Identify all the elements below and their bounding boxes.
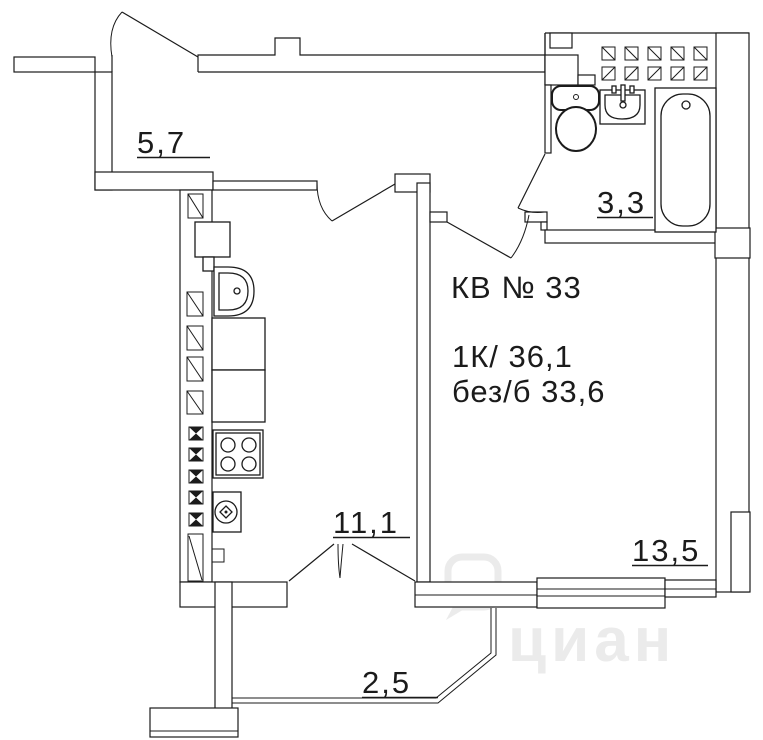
living-room-window xyxy=(536,577,666,609)
kitchen-door xyxy=(316,182,396,222)
room-labels: 5,7 3,3 11,1 13,5 2,5 xyxy=(137,125,708,700)
bathtub-icon xyxy=(654,87,717,233)
watermark-text: циан xyxy=(508,606,676,675)
wall-x-squares-icon xyxy=(188,426,204,527)
washing-machine-icon xyxy=(212,491,242,533)
kitchen-vent-shaft xyxy=(194,221,231,272)
entry-door xyxy=(110,11,199,58)
kitchen-area-label: 11,1 xyxy=(333,505,399,540)
kitchen-counter xyxy=(211,317,266,423)
sink-icon xyxy=(599,84,646,125)
wall-right-column-bottom xyxy=(730,511,751,593)
kitchen-fixtures xyxy=(186,193,266,582)
kitchen-left-bottom-panel xyxy=(187,533,225,582)
wall-top xyxy=(197,33,546,73)
living-room-area-label: 13,5 xyxy=(632,533,700,568)
wall-kitchen-bottom-left xyxy=(179,581,288,608)
wall-balcony-left xyxy=(214,581,233,728)
wall-kitchen-living xyxy=(416,182,431,583)
wall-right-column-top xyxy=(714,227,751,259)
bathroom-door xyxy=(517,153,546,213)
bathroom-vent-grid-icon xyxy=(601,46,708,81)
balcony-area-label: 2,5 xyxy=(362,665,411,700)
apartment-area-no-balcony: без/б 33,6 xyxy=(452,374,606,409)
kitchen-sink-icon xyxy=(213,266,255,317)
kitchen-vent-column-icon xyxy=(186,193,204,415)
bathroom-fixtures xyxy=(551,46,717,233)
living-room-door xyxy=(446,214,530,259)
balcony-railing xyxy=(232,608,497,704)
wall-bath-vent-box xyxy=(544,54,579,86)
wall-hall-bottom-left xyxy=(94,171,214,191)
toilet-icon xyxy=(551,85,600,152)
stove-icon xyxy=(212,429,264,479)
bathroom-area-label: 3,3 xyxy=(597,185,646,220)
apartment-label: КВ № 33 1К/ 36,1 без/б 33,6 xyxy=(451,270,606,409)
wall-right-outer xyxy=(715,32,750,593)
wall-bath-top-notch xyxy=(549,32,573,49)
watermark: циан xyxy=(444,553,676,675)
walls xyxy=(13,32,751,738)
apartment-number: КВ № 33 xyxy=(451,270,582,305)
wall-bath-vent-step xyxy=(577,74,596,86)
hallway-area-label: 5,7 xyxy=(137,125,186,160)
wall-bath-left xyxy=(544,84,552,154)
apartment-type-area: 1К/ 36,1 xyxy=(452,339,573,374)
wall-hall-bottom-mid xyxy=(212,180,318,191)
wall-balcony-bottom-bar xyxy=(149,707,239,738)
wall-top-left-bar xyxy=(13,56,96,73)
wall-living-door-connector xyxy=(540,221,548,231)
balcony-double-door xyxy=(288,543,416,582)
wall-living-door-stub-left xyxy=(429,211,448,223)
